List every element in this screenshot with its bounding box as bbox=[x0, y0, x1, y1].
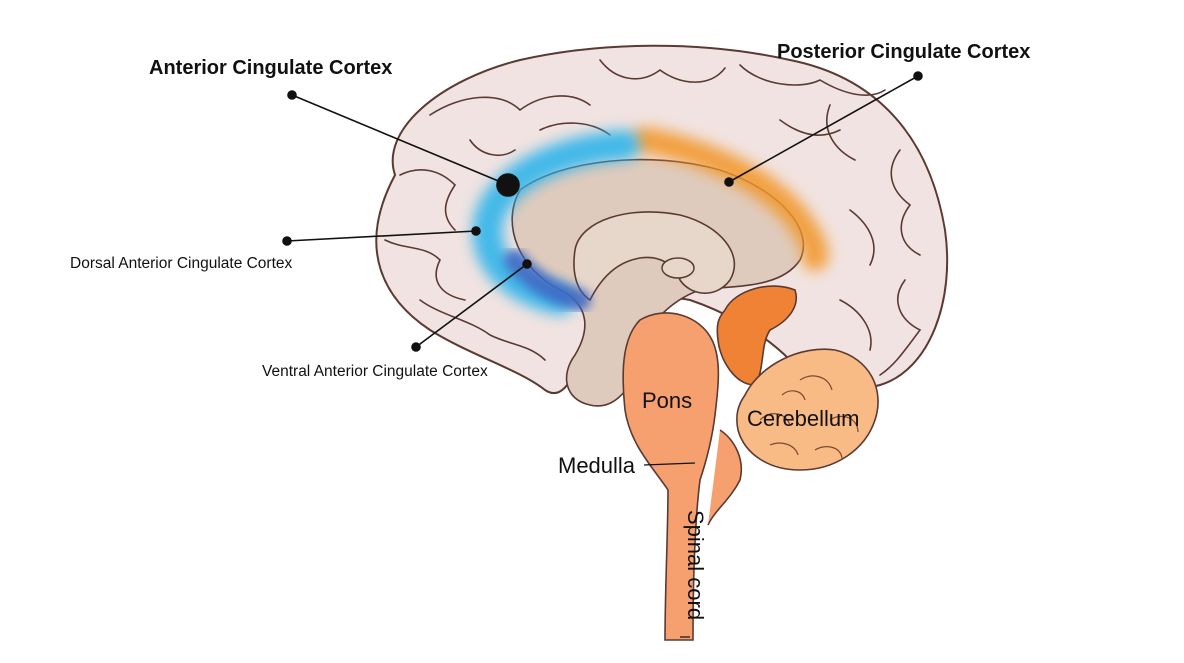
pcc-label-dot bbox=[913, 71, 923, 81]
vacc-label-dot bbox=[411, 342, 421, 352]
acc-leader-line bbox=[291, 94, 509, 186]
pcc-marker-dot bbox=[724, 177, 734, 187]
thalamus bbox=[573, 211, 736, 302]
fourth-ventricle-edge bbox=[707, 429, 742, 526]
cerebellum-folds bbox=[759, 375, 859, 459]
acc-marker-dot bbox=[496, 173, 520, 197]
dacc-label-dot bbox=[282, 236, 292, 246]
dacc-leader-line bbox=[286, 230, 477, 242]
vacc-marker-dot bbox=[522, 259, 532, 269]
medulla-leader-line bbox=[643, 462, 696, 466]
dacc-label: Dorsal Anterior Cingulate Cortex bbox=[70, 255, 293, 272]
vacc-leader-line bbox=[415, 263, 528, 348]
ventral-anterior-cingulate-highlight bbox=[504, 249, 591, 311]
acc-label-dot bbox=[287, 90, 297, 100]
pons-label: Pons bbox=[642, 388, 692, 413]
posterior-cingulate-highlight bbox=[632, 127, 829, 271]
brainstem bbox=[622, 312, 720, 641]
pcc-leader-line bbox=[728, 75, 919, 183]
spinal-cord-label: Spinal cord bbox=[683, 510, 708, 620]
cortex-gyri bbox=[384, 59, 922, 376]
cerebellum-label: Cerebellum bbox=[747, 406, 860, 431]
pcc-label: Posterior Cingulate Cortex bbox=[777, 41, 1030, 63]
leader-lines bbox=[282, 71, 923, 638]
cerebellum bbox=[736, 348, 879, 471]
medulla-label: Medulla bbox=[558, 453, 636, 478]
anterior-cingulate-highlight bbox=[472, 130, 640, 315]
vacc-label: Ventral Anterior Cingulate Cortex bbox=[262, 363, 488, 380]
acc-label: Anterior Cingulate Cortex bbox=[149, 57, 392, 79]
midbrain bbox=[716, 285, 797, 386]
pineal-oval bbox=[661, 257, 695, 279]
dacc-marker-dot bbox=[471, 226, 481, 236]
